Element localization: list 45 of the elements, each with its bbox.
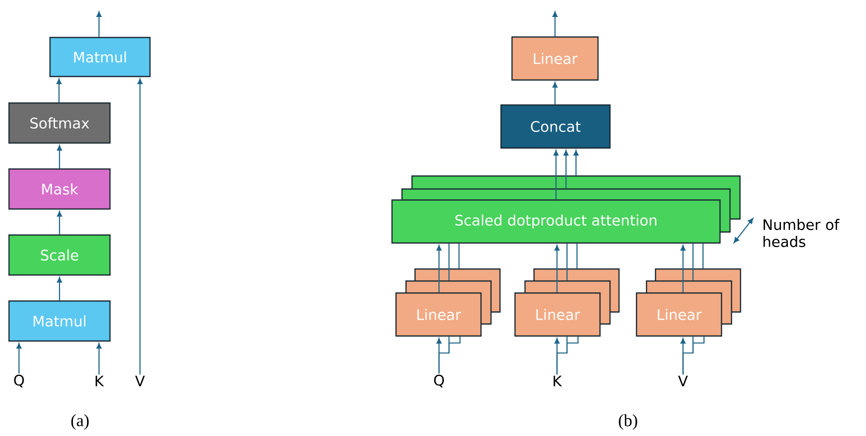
input-label: Q	[434, 374, 444, 388]
arrow	[56, 277, 62, 300]
arrow	[436, 245, 442, 292]
linear-stack: Linear	[514, 268, 620, 337]
arrow	[553, 150, 559, 200]
softmax-box: Softmax	[8, 102, 111, 144]
connector-line	[682, 336, 705, 375]
connector-line	[576, 244, 578, 268]
attention-stack: Scaled dotproduct attention	[391, 175, 741, 244]
input-label: V	[678, 376, 688, 386]
input-label: Q	[14, 374, 24, 388]
input-label: K	[554, 376, 562, 386]
connector-line	[448, 244, 450, 280]
matmul-box: Matmul	[8, 300, 111, 342]
connector-line	[702, 244, 704, 268]
arrow	[56, 211, 62, 234]
panel-caption: (b)	[618, 414, 638, 430]
arrow	[554, 245, 560, 292]
linear-stack: Linear	[636, 268, 742, 337]
process-box: Scale	[8, 234, 111, 276]
linear-box: Linear	[511, 36, 599, 81]
connector-line	[458, 244, 460, 268]
input-label: V	[135, 376, 145, 386]
arrow	[574, 150, 579, 176]
arrow	[56, 145, 62, 168]
arrow	[137, 78, 143, 375]
matmul-box: Matmul	[49, 36, 151, 78]
concat-box: Concat	[500, 104, 611, 149]
arrow	[563, 150, 569, 188]
connector-line	[566, 244, 568, 280]
arrow	[96, 343, 102, 375]
annotation-text: Number of heads	[764, 218, 840, 248]
linear-stack: Linear	[395, 268, 501, 337]
connector-line	[556, 336, 579, 375]
arrow	[680, 245, 686, 292]
input-label: K	[96, 376, 104, 386]
connector-line	[692, 244, 694, 280]
arrow	[552, 11, 558, 36]
arrow	[16, 343, 22, 374]
panel-caption: (a)	[71, 414, 89, 430]
arrow	[56, 78, 62, 102]
arrow	[96, 11, 102, 37]
arrow	[552, 82, 558, 104]
mask-box: Mask	[8, 168, 111, 210]
connector-line	[438, 336, 461, 374]
